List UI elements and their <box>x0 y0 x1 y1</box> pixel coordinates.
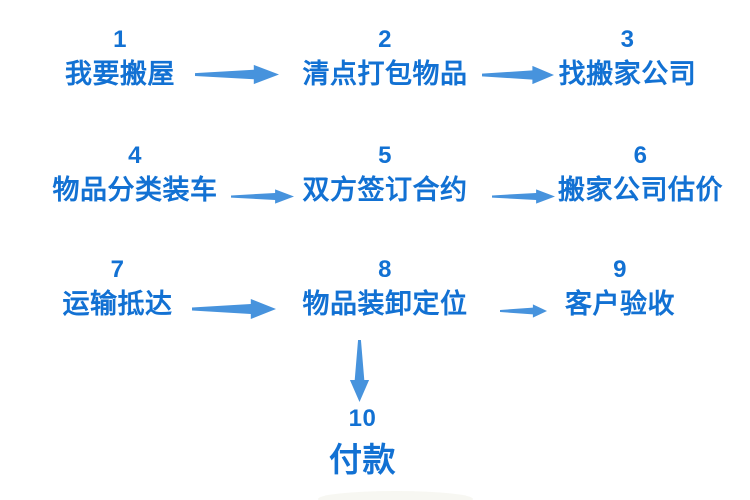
step-label: 我要搬屋 <box>65 59 175 89</box>
step-3: 3 找搬家公司 <box>555 26 700 89</box>
arrow-right-icon <box>500 304 547 318</box>
arrow-right-icon <box>195 64 279 85</box>
step-number: 3 <box>620 26 635 53</box>
step-5: 5 双方签订合约 <box>300 142 470 205</box>
step-10: 10 付款 <box>300 405 425 479</box>
step-number: 2 <box>378 26 392 53</box>
arrow-right-icon <box>231 189 294 204</box>
arrow-right-icon <box>482 65 554 85</box>
step-2: 2 清点打包物品 <box>300 26 470 89</box>
step-label: 双方签订合约 <box>302 175 468 205</box>
step-1: 1 我要搬屋 <box>45 26 195 89</box>
step-number: 9 <box>613 256 627 283</box>
step-4: 4 物品分类装车 <box>40 142 230 205</box>
step-label: 搬家公司估价 <box>558 175 723 205</box>
step-number: 10 <box>348 405 377 432</box>
arrow-right-icon <box>492 189 555 204</box>
step-number: 5 <box>378 142 392 169</box>
step-6: 6 搬家公司估价 <box>558 142 723 205</box>
step-number: 4 <box>128 142 142 169</box>
bottom-edge-artifact <box>318 491 473 500</box>
step-label: 物品分类装车 <box>52 175 218 205</box>
step-8: 8 物品装卸定位 <box>300 256 470 319</box>
arrow-down-icon <box>349 340 370 402</box>
step-9: 9 客户验收 <box>550 256 690 319</box>
step-7: 7 运输抵达 <box>45 256 190 319</box>
step-label: 运输抵达 <box>62 289 173 319</box>
step-number: 8 <box>378 256 392 283</box>
step-label: 物品装卸定位 <box>302 289 468 319</box>
step-label: 清点打包物品 <box>302 59 468 89</box>
arrow-right-icon <box>192 299 276 319</box>
step-label: 找搬家公司 <box>558 59 697 89</box>
step-number: 6 <box>633 142 648 169</box>
step-label: 客户验收 <box>565 289 675 319</box>
step-number: 7 <box>110 256 125 283</box>
step-number: 1 <box>113 26 127 53</box>
step-label: 付款 <box>329 441 396 478</box>
